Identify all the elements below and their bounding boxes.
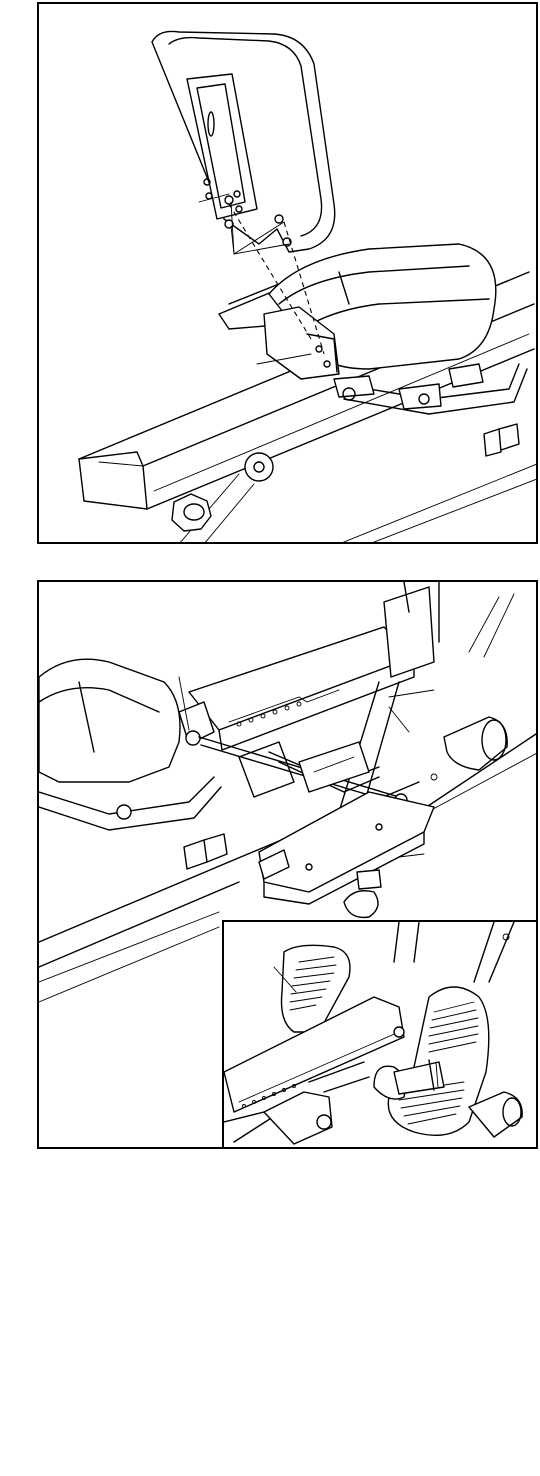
diagram-inset-pedal-detail (222, 920, 538, 1149)
seat-cushion-side (39, 659, 180, 782)
strap-ring (344, 870, 381, 917)
end-cap (431, 717, 507, 780)
pedal-plate (259, 792, 434, 904)
rail-clip-bottom (184, 834, 227, 869)
main-beam (189, 627, 414, 750)
rail-clip (484, 424, 519, 456)
upright-column (339, 582, 514, 822)
backrest (152, 31, 335, 252)
backrest-seat-drawing (39, 4, 538, 544)
rail-roller (245, 453, 273, 481)
pedal-detail-drawing (224, 922, 538, 1149)
slider-carriage (334, 364, 483, 409)
inset-upright (394, 922, 514, 982)
adjustment-knob (172, 494, 211, 531)
seat-frame-loop (39, 777, 221, 830)
diagram-panel-top (37, 2, 538, 544)
